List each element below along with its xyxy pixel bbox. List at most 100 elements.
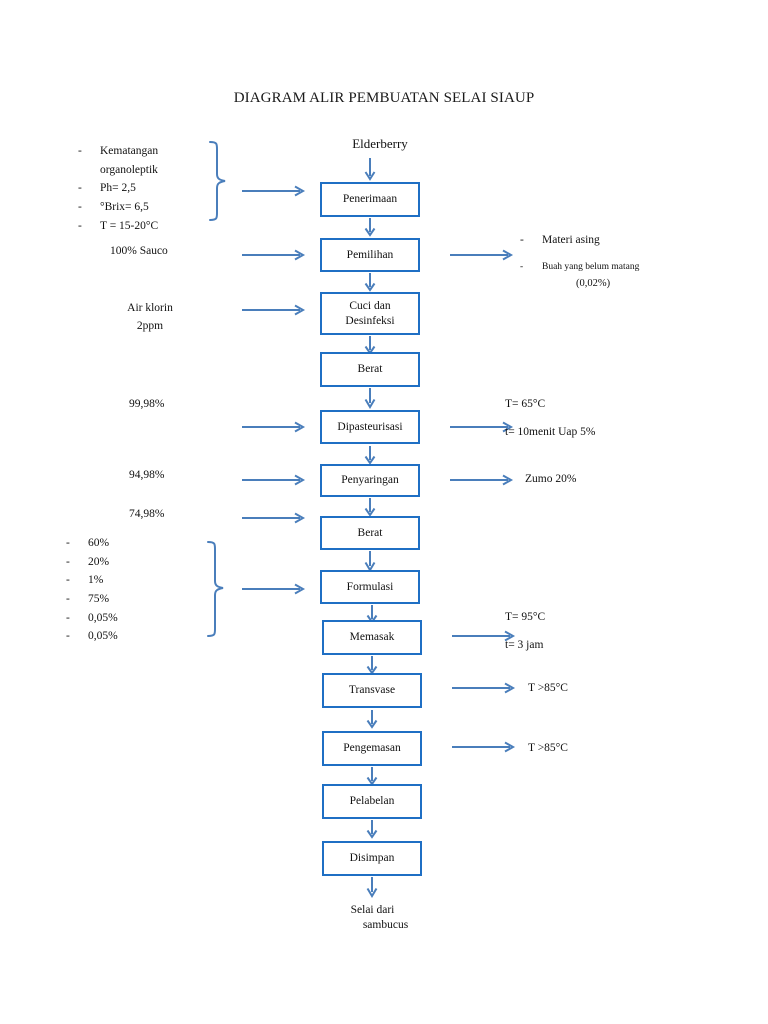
list-text: Kematangan bbox=[100, 145, 159, 157]
annotation-filtration: Zumo 20% bbox=[525, 473, 577, 485]
list-dash: - bbox=[78, 200, 82, 213]
process-label: Berat bbox=[357, 363, 383, 376]
process-box-berat-1[interactable]: Berat bbox=[320, 352, 420, 387]
connector-arrow-2-3 bbox=[362, 273, 378, 293]
list-text: °Brix= 6,5 bbox=[100, 200, 149, 213]
list-dash: - bbox=[66, 630, 70, 643]
list-dash: - bbox=[66, 592, 70, 605]
list-dash: - bbox=[66, 555, 70, 568]
annotation-sauco: 100% Sauco bbox=[110, 245, 168, 257]
process-box-pemilihan[interactable]: Pemilihan bbox=[320, 238, 420, 272]
process-box-formulasi[interactable]: Formulasi bbox=[320, 570, 420, 604]
process-label: Pemilihan bbox=[346, 248, 394, 261]
list-dash: - bbox=[66, 611, 70, 624]
process-box-berat-2[interactable]: Berat bbox=[320, 516, 420, 550]
list-text: 20% bbox=[88, 555, 110, 568]
process-label: Pengemasan bbox=[343, 742, 401, 755]
annotation-selection-waste: - Materi asing - Buah yang belum matang … bbox=[520, 231, 700, 292]
list-item: - 1% bbox=[66, 571, 186, 590]
annotation-yield-3: 74,98% bbox=[129, 508, 165, 520]
list-text: 1% bbox=[88, 574, 104, 587]
input-arrow-formulation bbox=[242, 582, 308, 596]
list-item: - 75% bbox=[66, 590, 186, 609]
connector-arrow-start-to-step1 bbox=[362, 158, 378, 182]
process-box-penerimaan[interactable]: Penerimaan bbox=[320, 182, 420, 217]
list-item: - Kematangan bbox=[78, 142, 208, 161]
connector-arrow-5-6 bbox=[362, 446, 378, 466]
process-label: Transvase bbox=[348, 684, 396, 697]
connector-arrow-13-to-end bbox=[364, 877, 380, 899]
annotation-packaging: T >85°C bbox=[528, 742, 568, 754]
input-arrow-chlorine-water bbox=[242, 303, 308, 317]
list-item: - Ph= 2,5 bbox=[78, 179, 208, 198]
process-label: Memasak bbox=[349, 631, 395, 644]
list-item: - °Brix= 6,5 bbox=[78, 198, 208, 217]
process-label: Dipasteurisasi bbox=[337, 420, 403, 433]
annotation-cooking: T= 95°C t= 3 jam bbox=[505, 609, 665, 655]
process-box-memasak[interactable]: Memasak bbox=[322, 620, 422, 655]
process-box-pengemasan[interactable]: Pengemasan bbox=[322, 731, 422, 766]
list-dash: - bbox=[78, 182, 82, 195]
list-item: - 20% bbox=[66, 553, 186, 572]
input-arrow-yield-3 bbox=[242, 511, 308, 525]
connector-arrow-4-5 bbox=[362, 388, 378, 410]
list-item: - T = 15-20°C bbox=[78, 217, 208, 236]
process-box-disimpan[interactable]: Disimpan bbox=[322, 841, 422, 876]
end-node-selai-dari-sambucus: Selai dari sambucus bbox=[300, 903, 445, 933]
list-item: - Materi asing bbox=[520, 231, 700, 250]
end-node-line1: Selai dari bbox=[350, 904, 395, 916]
annotation-chlorine-water: Air klorin 2ppm bbox=[100, 300, 200, 336]
annotation-line1: T= 95°C bbox=[505, 611, 546, 623]
connector-arrow-12-13 bbox=[364, 820, 380, 840]
output-arrow-pasteurization bbox=[450, 420, 516, 434]
output-arrow-cooking bbox=[452, 629, 518, 643]
input-arrow-yield-2 bbox=[242, 473, 308, 487]
process-box-transvase[interactable]: Transvase bbox=[322, 673, 422, 708]
annotation-line2: t= 3 jam bbox=[505, 638, 544, 651]
connector-arrow-1-2 bbox=[362, 218, 378, 238]
page-title: DIAGRAM ALIR PEMBUATAN SELAI SIAUP bbox=[233, 90, 535, 106]
process-label: Penerimaan bbox=[342, 193, 398, 206]
process-box-penyaringan[interactable]: Penyaringan bbox=[320, 464, 420, 497]
annotation-yield-1: 99,98% bbox=[129, 398, 165, 410]
curly-brace-formulation bbox=[206, 540, 232, 640]
output-arrow-packaging bbox=[452, 740, 518, 754]
input-arrow-yield-1 bbox=[242, 420, 308, 434]
process-label-line1: Cuci dan bbox=[349, 300, 391, 313]
annotation-line1: Air klorin bbox=[127, 302, 173, 314]
annotation-pasteurization: T= 65°C t= 10menit Uap 5% bbox=[505, 396, 705, 442]
list-text: 75% bbox=[88, 592, 110, 605]
list-text: Materi asing bbox=[542, 234, 600, 246]
list-dash: - bbox=[78, 219, 82, 232]
process-label: Disimpan bbox=[349, 852, 395, 865]
process-box-pelabelan[interactable]: Pelabelan bbox=[322, 784, 422, 819]
list-item: - 0,05% bbox=[66, 627, 186, 646]
annotation-line2: 2ppm bbox=[136, 319, 164, 332]
process-label: Berat bbox=[357, 526, 383, 539]
list-dash: - bbox=[78, 145, 82, 157]
list-text: 0,05% bbox=[88, 630, 118, 643]
output-arrow-selection-waste bbox=[450, 248, 516, 262]
process-box-cuci-dan-desinfeksi[interactable]: Cuci dan Desinfeksi bbox=[320, 292, 420, 335]
connector-arrow-6-7 bbox=[362, 498, 378, 518]
annotation-line1: T= 65°C bbox=[505, 398, 546, 410]
process-label: Pelabelan bbox=[349, 795, 395, 808]
list-dash: - bbox=[66, 537, 70, 549]
list-item-continuation: organoleptik bbox=[100, 163, 158, 176]
list-text: 0,05% bbox=[88, 611, 118, 624]
annotation-line2: t= 10menit Uap 5% bbox=[505, 425, 596, 438]
process-box-dipasteurisasi[interactable]: Dipasteurisasi bbox=[320, 410, 420, 444]
list-item: - 60% bbox=[66, 534, 186, 553]
output-arrow-filtration bbox=[450, 473, 516, 487]
process-label: Penyaringan bbox=[341, 474, 399, 487]
input-arrow-quality-params bbox=[242, 184, 308, 198]
process-label-line2: Desinfeksi bbox=[345, 314, 395, 327]
list-dash: - bbox=[520, 261, 524, 272]
list-item: - 0,05% bbox=[66, 609, 186, 628]
list-dash: - bbox=[66, 574, 70, 587]
annotation-yield-2: 94,98% bbox=[129, 469, 165, 481]
input-arrow-sauco bbox=[242, 248, 308, 262]
annotation-transvase: T >85°C bbox=[528, 682, 568, 694]
annotation-formulation: - 60% - 20% - 1% - 75% - 0,05% - 0,05% bbox=[66, 534, 186, 646]
